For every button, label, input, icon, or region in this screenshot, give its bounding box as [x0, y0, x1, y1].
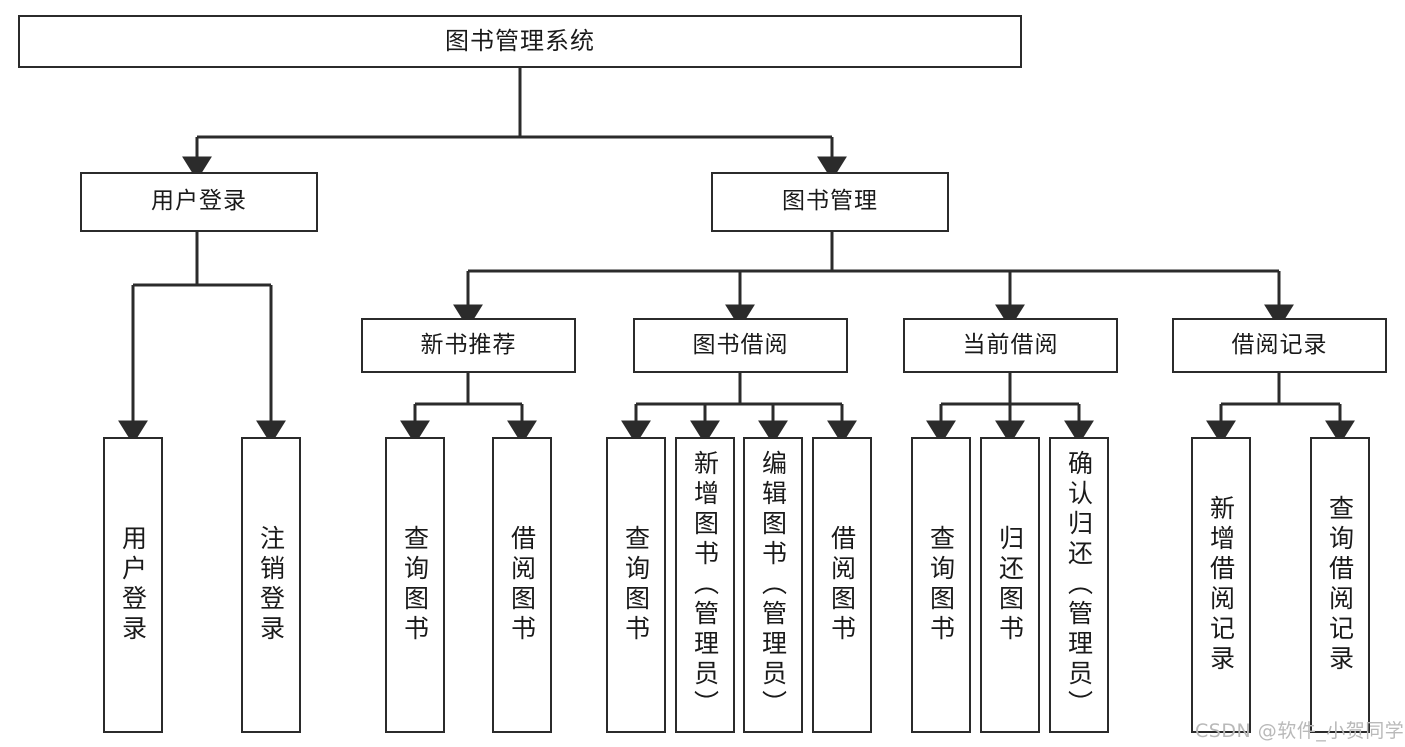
- leaf-user-login[interactable]: 用户登录: [103, 437, 163, 733]
- leaf-query-book-1[interactable]: 查询图书: [385, 437, 445, 733]
- node-root-system[interactable]: 图书管理系统: [18, 15, 1022, 68]
- node-label: 借阅图书: [507, 525, 537, 645]
- node-label: 归还图书: [995, 525, 1025, 645]
- node-current-borrowing[interactable]: 当前借阅: [903, 318, 1118, 373]
- leaf-return-book[interactable]: 归还图书: [980, 437, 1040, 733]
- node-label: 借阅图书: [827, 525, 857, 645]
- node-label: 图书管理系统: [445, 27, 595, 56]
- leaf-query-book-3[interactable]: 查询图书: [911, 437, 971, 733]
- node-new-book-recommendation[interactable]: 新书推荐: [361, 318, 576, 373]
- node-user-login[interactable]: 用户登录: [80, 172, 318, 232]
- node-label: 查询借阅记录: [1325, 495, 1355, 675]
- node-label: 查询图书: [621, 525, 651, 645]
- leaf-confirm-return[interactable]: 确认归还（管理员）: [1049, 437, 1109, 733]
- node-label: 图书借阅: [692, 331, 789, 358]
- node-label: 注销登录: [256, 525, 286, 645]
- node-label: 用户登录: [151, 188, 247, 215]
- node-label: 新书推荐: [420, 331, 517, 358]
- node-label: 当前借阅: [962, 331, 1059, 358]
- node-label: 编辑图书（管理员）: [758, 450, 788, 720]
- node-borrowing-record[interactable]: 借阅记录: [1172, 318, 1387, 373]
- node-label: 借阅记录: [1231, 331, 1328, 358]
- leaf-query-borrow-record[interactable]: 查询借阅记录: [1310, 437, 1370, 733]
- leaf-add-book[interactable]: 新增图书（管理员）: [675, 437, 735, 733]
- leaf-borrow-book-2[interactable]: 借阅图书: [812, 437, 872, 733]
- leaf-borrow-book-1[interactable]: 借阅图书: [492, 437, 552, 733]
- node-label: 用户登录: [118, 525, 148, 645]
- node-label: 新增借阅记录: [1206, 495, 1236, 675]
- leaf-logout[interactable]: 注销登录: [241, 437, 301, 733]
- node-book-management[interactable]: 图书管理: [711, 172, 949, 232]
- csdn-watermark: CSDN @软件_小贺同学: [1195, 720, 1405, 742]
- node-label: 查询图书: [400, 525, 430, 645]
- leaf-edit-book[interactable]: 编辑图书（管理员）: [743, 437, 803, 733]
- node-book-borrowing[interactable]: 图书借阅: [633, 318, 848, 373]
- node-label: 图书管理: [782, 188, 878, 215]
- node-label: 新增图书（管理员）: [690, 450, 720, 720]
- node-label: 确认归还（管理员）: [1064, 450, 1094, 720]
- node-label: 查询图书: [926, 525, 956, 645]
- leaf-add-borrow-record[interactable]: 新增借阅记录: [1191, 437, 1251, 733]
- leaf-query-book-2[interactable]: 查询图书: [606, 437, 666, 733]
